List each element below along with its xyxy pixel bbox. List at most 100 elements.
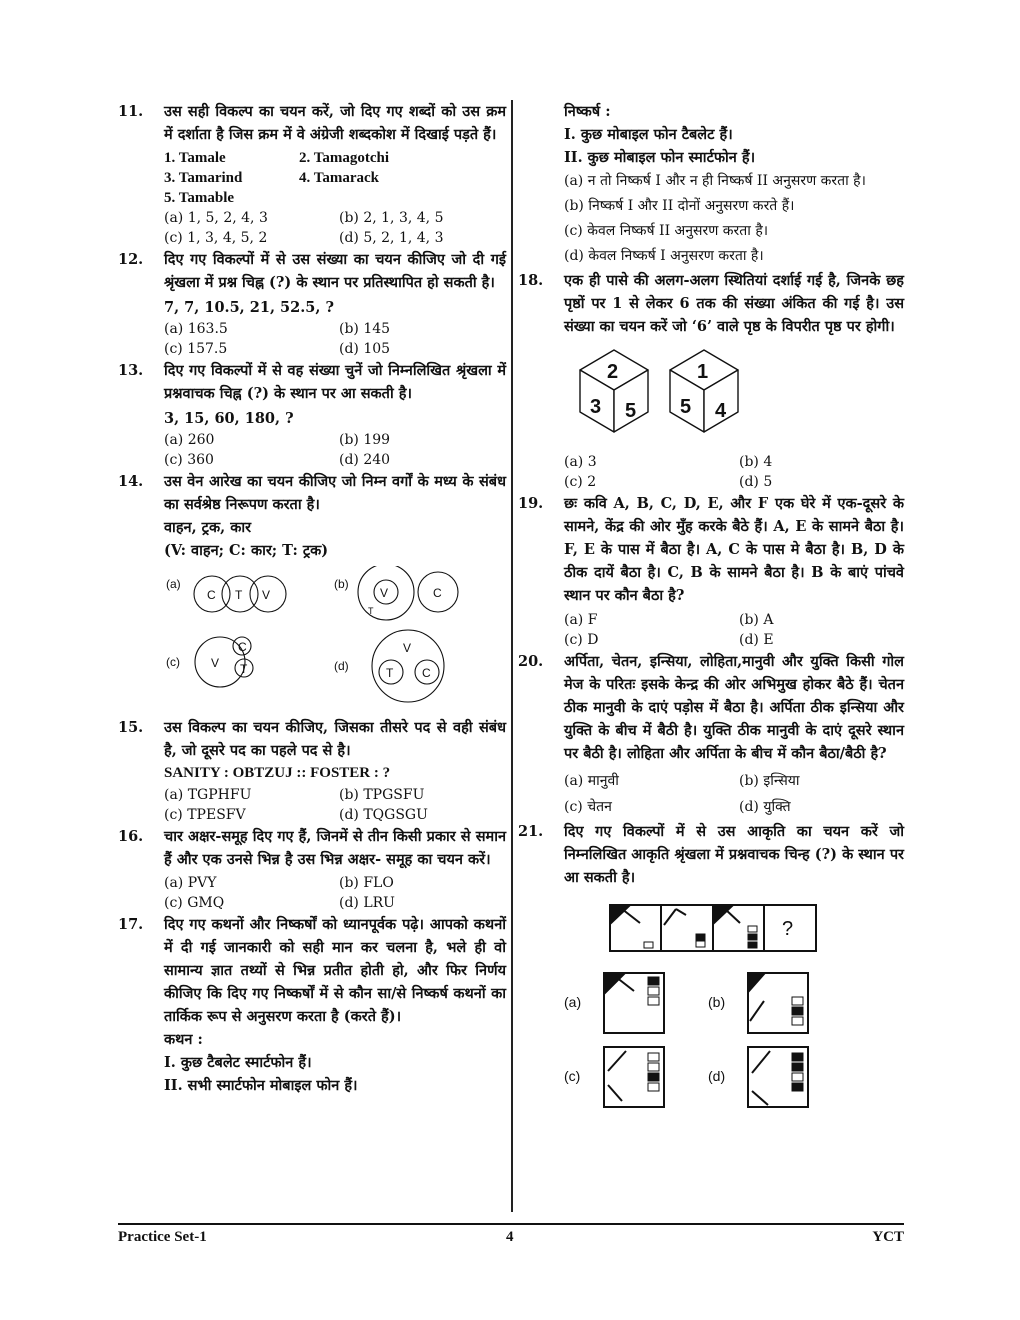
die-face-left: 5 [680, 396, 691, 418]
answer-figure-b[interactable] [747, 972, 809, 1034]
question-21: 21. दिए गए विकल्पों में से उस आकृति का च… [518, 820, 904, 1111]
conclusions-heading: निष्कर्ष : [564, 103, 611, 120]
venn-letter-c: C [207, 588, 216, 602]
question-18: 18. एक ही पासे की अलग-अलग स्थितियां दर्श… [518, 269, 904, 492]
question-text: उस सही विकल्प का चयन करें, जो दिए गए शब्… [164, 103, 506, 143]
option-d[interactable]: (d) 105 [339, 341, 391, 357]
question-15: 15. उस विकल्प का चयन कीजिए, जिसका तीसरे … [118, 716, 506, 825]
answer-figure-c[interactable] [603, 1046, 665, 1108]
option-a[interactable]: (a) 3 [564, 454, 597, 470]
question-text: चार अक्षर-समूह दिए गए हैं, जिनमें से तीन… [164, 828, 506, 868]
answer-figure-a[interactable] [603, 972, 665, 1034]
venn-option-d[interactable] [371, 629, 445, 703]
option-b[interactable]: (b) 145 [339, 321, 391, 337]
option-b-label: (b) [708, 994, 725, 1010]
page-number: 4 [506, 1229, 514, 1245]
question-text: दिए गए विकल्पों में से उस आकृति का चयन क… [564, 823, 904, 886]
question-number: 17. [118, 916, 144, 933]
option-a[interactable]: (a) 163.5 [164, 321, 228, 337]
question-text: उस वेन आरेख का चयन कीजिए जो निम्न वर्गों… [164, 473, 506, 513]
question-number: 19. [518, 495, 544, 512]
die-2: 1 5 4 [669, 349, 739, 433]
option-a-label: (a) [166, 577, 181, 591]
venn-letter-c: C [433, 586, 442, 600]
option-d[interactable]: (d) युक्ति [739, 799, 791, 815]
venn-options-figure: (a) C T V (b) V C T (c) [166, 566, 459, 703]
option-b[interactable]: (b) A [739, 612, 774, 628]
option-a[interactable]: (a) 1, 5, 2, 4, 3 [164, 210, 268, 226]
question-number: 15. [118, 719, 144, 736]
question-14: 14. उस वेन आरेख का चयन कीजिए जो निम्न वर… [118, 470, 506, 716]
analogy-line: SANITY : OBTZUJ :: FOSTER : ? [164, 765, 391, 781]
word-list: 1. Tamale 2. Tamagotchi 3. Tamarind 4. T… [164, 148, 506, 208]
die-face-top: 2 [607, 361, 618, 383]
option-a[interactable]: (a) मानुवी [564, 773, 619, 789]
option-d[interactable]: (d) केवल निष्कर्ष I अनुसरण करता है। [564, 248, 764, 264]
answer-options: (a) 3 (b) 4 (c) 2 (d) 5 [564, 452, 904, 492]
option-c[interactable]: (c) चेतन [564, 799, 612, 815]
option-c[interactable]: (c) 157.5 [164, 341, 228, 357]
left-column: 11. उस सही विकल्प का चयन करें, जो दिए गए… [118, 100, 506, 1097]
question-number: 11. [118, 103, 144, 120]
question-13: 13. दिए गए विकल्पों में से वह संख्या चुन… [118, 359, 506, 470]
option-a[interactable]: (a) न तो निष्कर्ष I और न ही निष्कर्ष II … [564, 173, 866, 189]
question-number: 12. [118, 251, 144, 268]
option-c[interactable]: (c) 2 [564, 474, 597, 490]
option-b[interactable]: (b) TPGSFU [339, 787, 425, 803]
answer-figure-d[interactable] [747, 1046, 809, 1108]
venn-letter-t: T [368, 606, 374, 616]
option-b[interactable]: (b) इन्सिया [739, 773, 800, 789]
footer-publisher: YCT [872, 1229, 904, 1245]
option-b[interactable]: (b) निष्कर्ष I और II दोनों अनुसरण करते ह… [564, 198, 795, 214]
question-number: 20. [518, 653, 544, 670]
option-a[interactable]: (a) TGPHFU [164, 787, 252, 803]
question-text: उस विकल्प का चयन कीजिए, जिसका तीसरे पद स… [164, 719, 506, 759]
question-number: 16. [118, 828, 144, 845]
answer-options: (a) 1, 5, 2, 4, 3 (b) 2, 1, 3, 4, 5 (c) … [164, 208, 506, 248]
option-d[interactable]: (d) TQGSGU [339, 807, 428, 823]
option-d-label: (d) [334, 659, 349, 673]
question-text: अर्पिता, चेतन, इन्सिया, लोहिता,मानुवी और… [564, 653, 904, 762]
option-b[interactable]: (b) FLO [339, 875, 394, 891]
option-d[interactable]: (d) E [739, 632, 774, 648]
number-series: 3, 15, 60, 180, ? [164, 410, 294, 427]
option-c[interactable]: (c) 360 [164, 452, 214, 468]
option-d[interactable]: (d) 5, 2, 1, 4, 3 [339, 230, 444, 246]
option-d[interactable]: (d) 240 [339, 452, 391, 468]
venn-letter-c: C [238, 640, 247, 654]
question-16: 16. चार अक्षर-समूह दिए गए हैं, जिनमें से… [118, 825, 506, 913]
die-face-right: 5 [625, 400, 636, 422]
answer-options: (a) TGPHFU (b) TPGSFU (c) TPESFV (d) TQG… [164, 785, 506, 825]
venn-option-b[interactable] [357, 566, 459, 621]
option-a-label: (a) [564, 994, 581, 1010]
number-series: 7, 7, 10.5, 21, 52.5, ? [164, 299, 334, 316]
option-c[interactable]: (c) D [564, 632, 599, 648]
question-number: 21. [518, 823, 544, 840]
option-a[interactable]: (a) PVY [164, 875, 217, 891]
venn-option-c[interactable] [194, 636, 254, 688]
answer-options: (a) मानुवी (b) इन्सिया (c) चेतन (d) युक्… [564, 768, 904, 820]
question-number: 18. [518, 272, 544, 289]
question-text: दिए गए विकल्पों में से उस संख्या का चयन … [164, 251, 506, 291]
answer-options: (a) PVY (b) FLO (c) GMQ (d) LRU [164, 873, 506, 913]
die-face-top: 1 [697, 361, 708, 383]
venn-letter-t: T [235, 588, 243, 602]
venn-option-a[interactable] [193, 575, 287, 613]
option-c[interactable]: (c) GMQ [164, 895, 225, 911]
option-b[interactable]: (b) 199 [339, 432, 391, 448]
option-a[interactable]: (a) 260 [164, 432, 215, 448]
question-text: दिए गए कथनों और निष्कर्षों को ध्यानपूर्व… [164, 916, 506, 1025]
option-d[interactable]: (d) LRU [339, 895, 395, 911]
option-d[interactable]: (d) 5 [739, 474, 773, 490]
word-item: 3. Tamarind [164, 170, 243, 186]
option-c[interactable]: (c) केवल निष्कर्ष II अनुसरण करता है। [564, 223, 769, 239]
option-b[interactable]: (b) 4 [739, 454, 773, 470]
venn-letter-t: T [386, 666, 394, 680]
question-11: 11. उस सही विकल्प का चयन करें, जो दिए गए… [118, 100, 506, 248]
answer-options: (a) न तो निष्कर्ष I और न ही निष्कर्ष II … [564, 169, 904, 269]
option-c[interactable]: (c) 1, 3, 4, 5, 2 [164, 230, 268, 246]
option-a[interactable]: (a) F [564, 612, 598, 628]
option-b[interactable]: (b) 2, 1, 3, 4, 5 [339, 210, 444, 226]
question-number: 13. [118, 362, 144, 379]
option-c[interactable]: (c) TPESFV [164, 807, 246, 823]
